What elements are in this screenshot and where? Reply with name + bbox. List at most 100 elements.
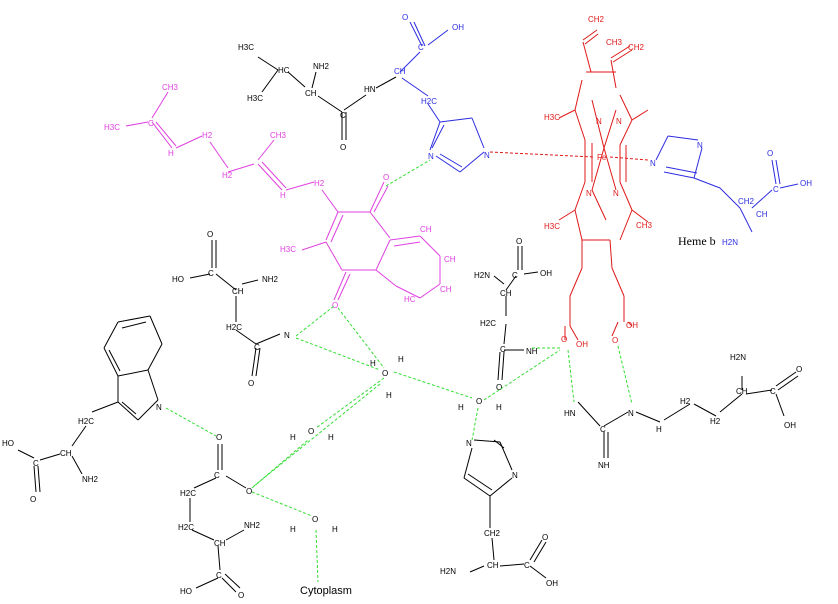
atom-ch2: CH2 [738,197,755,206]
atom-h3c: H3C [280,245,296,254]
atom-h2: H2 [202,131,213,140]
atom-o: O [246,487,252,496]
atom-h: H [386,391,392,400]
atom-ch2: CH2 [484,529,501,538]
atom-ch3: H3C [238,43,254,52]
atom-h2c: H2C [78,417,94,426]
atom-ch: HC [278,66,290,75]
atom-h2n: H2N [730,353,746,362]
atom-c: C [773,185,779,194]
atom-c: C [208,269,214,278]
atom-ch: CH [500,289,512,298]
atom-o: O [30,495,36,504]
atom-h2c: H2C [180,489,196,498]
asparagine-left: O HO C CH NH2 H2C C O N [172,230,290,388]
atom-n: N [466,439,472,448]
atom-c: C [500,345,506,354]
heme-group: CH2 CH2 CH3 H3C H3C CH3 N N N N Fe O OH … [544,15,653,349]
atom-c: C [340,111,346,120]
atom-ho: HO [172,275,184,284]
atom-n: N [156,403,162,412]
atom-c: C [418,43,424,52]
atom-h2: H2 [710,417,721,426]
atom-h2: H2 [314,179,325,188]
fe-his-bond-right [609,156,649,161]
atom-ch3: CH3 [162,83,179,92]
atom-n: N [484,151,490,160]
atom-n: N [284,331,290,340]
atom-ch3: CH3 [270,131,287,140]
atom-ch: CH [305,89,317,98]
atom-n: N [650,159,656,168]
atom-h2: H2 [222,171,233,180]
atom-c: C [524,561,530,570]
atom-o: O [238,591,244,600]
atom-o: O [340,143,346,152]
atom-nh: NH [526,347,538,356]
arginine-right: HN C NH N H H2 H2 H2N CH C O OH [564,353,802,470]
atom-ch: CH [420,225,432,234]
atom-o: O [216,433,222,442]
atom-h: H [328,433,334,442]
atom-h: H [496,403,502,412]
atom-h: H [398,355,404,364]
atom-ch: CH [736,387,748,396]
atom-c: C [254,343,260,352]
atom-o: O [402,13,408,22]
atom-h: H [280,191,286,200]
atom-oh: OH [800,179,812,188]
atom-ch: CH [60,449,72,458]
atom-ch: CH [487,561,499,570]
atom-h2n: H2N [474,271,490,280]
atom-c: C [214,471,220,480]
iron-atom: Fe [597,153,607,162]
atom-o: O [796,365,802,374]
histidine-right: N N CH2 CH C O OH H2N [650,135,812,247]
atom-h3c: H3C [247,94,263,103]
atom-n: N [697,141,703,150]
atom-n: N [512,471,518,480]
atom-h2: H2 [680,397,691,406]
atom-ch: CH [394,67,406,76]
atom-h2c: H2C [480,319,496,328]
atom-h3c: H3C [544,222,560,231]
atom-h2c: H2C [178,523,194,532]
atom-ch: CH [232,287,244,296]
atom-h: H [370,359,376,368]
atom-nh: NH [598,461,610,470]
atom-o: O [612,336,618,345]
atom-oh: OH [576,340,588,349]
atom-ho: HO [180,587,192,596]
atom-h3c: H3C [544,113,560,122]
atom-nh2: NH2 [244,521,261,530]
cytoplasm-label: Cytoplasm [300,585,352,597]
atom-nh2: NH2 [82,475,99,484]
atom-oh: OH [452,23,464,32]
atom-o: O [332,301,338,310]
atom-nh2: NH2 [262,275,279,284]
atom-c: C [33,459,39,468]
fe-his-bond-left [489,151,595,158]
atom-n: N [596,117,602,126]
atom-o: O [542,533,548,542]
atom-o: O [561,335,567,344]
menaquinone: H3C CH3 C H H2 H2 CH3 H H2 O H3C O CH CH… [104,83,456,310]
atom-o: O [248,379,254,388]
valine-residue: H3C HC H3C NH2 CH C O HN [238,43,397,152]
atom-oh: OH [784,421,796,430]
atom-h: H [332,525,338,534]
atom-h: H [290,525,296,534]
atom-h2c: H2C [421,97,437,106]
atom-ch: CH [444,255,456,264]
atom-o: O [476,397,482,406]
atom-ch2: CH2 [588,15,605,24]
atom-c: C [770,387,776,396]
atom-ch2: CH2 [628,43,645,52]
atom-ch3: CH3 [636,221,653,230]
atom-h: H [656,425,662,434]
atom-n: N [613,189,619,198]
atom-o: O [312,515,318,524]
atom-n: N [628,409,634,418]
hydrogen-bonds [165,159,633,583]
